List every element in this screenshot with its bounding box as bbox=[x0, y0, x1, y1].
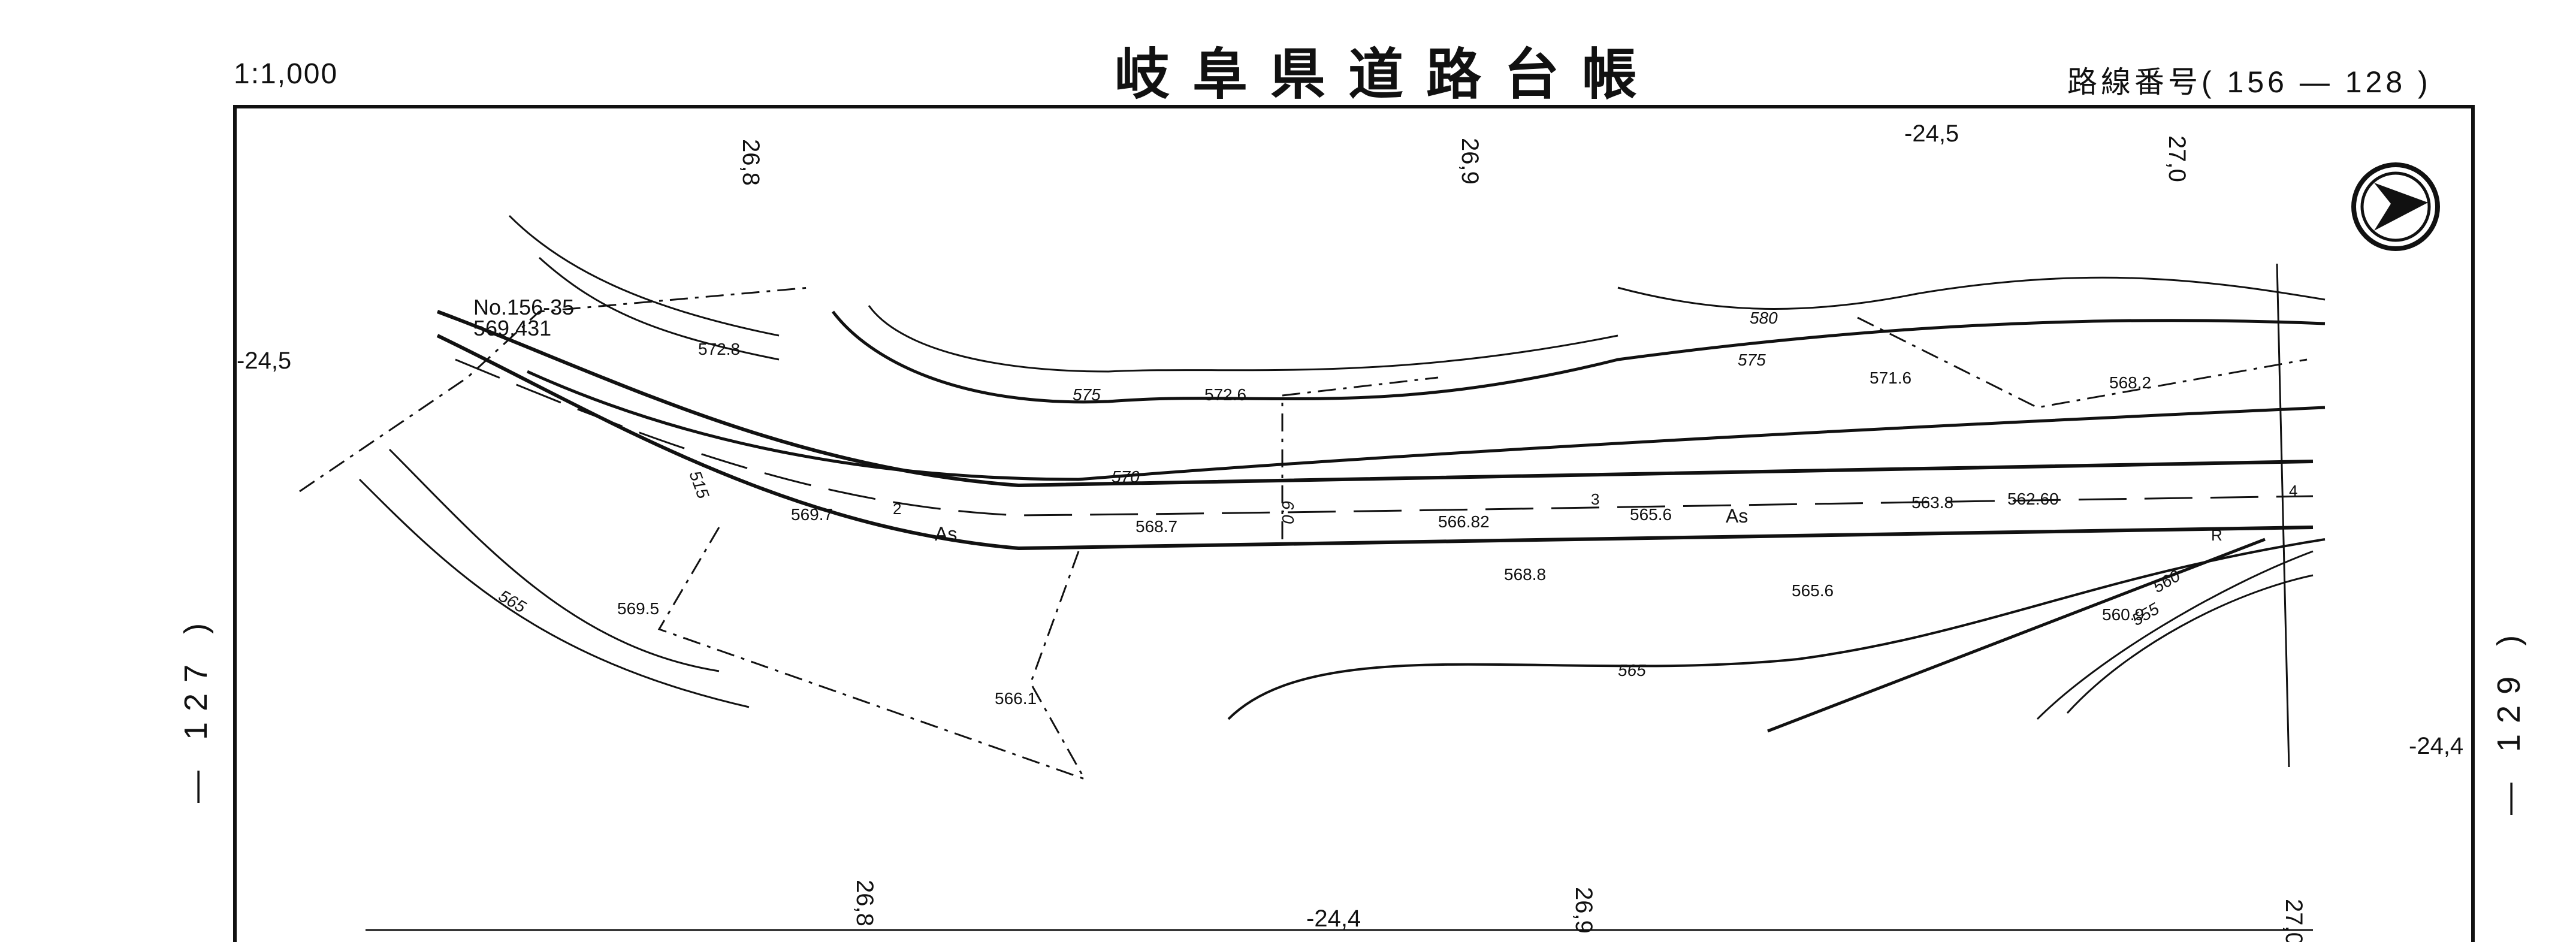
spot-elevation: 568.2 bbox=[2109, 373, 2151, 392]
north-arrow-icon bbox=[2351, 162, 2440, 251]
grid-label-bottom-3: 26,9 bbox=[1571, 887, 1597, 934]
spot-elevation: 572.6 bbox=[1204, 385, 1246, 404]
benchmark-elevation: 569.431 bbox=[473, 316, 551, 340]
map-frame bbox=[233, 105, 2475, 942]
spot-elevation: 568.7 bbox=[1136, 517, 1177, 536]
contour-label: 555 bbox=[2129, 599, 2163, 629]
station-label: 3 bbox=[1591, 490, 1599, 508]
spot-elevation: 569.7 bbox=[791, 505, 833, 524]
spot-elevation: 565.6 bbox=[1792, 581, 1834, 600]
contour-label: 575 bbox=[1073, 385, 1101, 404]
grid-label-top-3: -24,5 bbox=[1904, 120, 1959, 147]
road-edge-north bbox=[436, 310, 2314, 488]
surface-label: As bbox=[935, 523, 957, 545]
grid-label-left-1: -24,5 bbox=[237, 348, 291, 374]
contour-label: 565 bbox=[1618, 661, 1646, 680]
spot-elevation: 560.9 bbox=[2102, 605, 2144, 624]
spot-elevation: 566.82 bbox=[1438, 512, 1490, 531]
page-title: 岐阜県道路台帳 bbox=[1115, 42, 1660, 107]
spot-elevation: 571.6 bbox=[1870, 369, 1911, 387]
grid-label-right-1: -24,4 bbox=[2409, 733, 2463, 759]
contour-575 bbox=[832, 310, 2326, 404]
road-edge-south bbox=[436, 334, 2314, 551]
contour-570 bbox=[526, 370, 2326, 481]
road-centerline bbox=[455, 358, 2314, 517]
grid-label-bottom-2: -24,4 bbox=[1306, 905, 1361, 932]
spot-elevation: 568.8 bbox=[1504, 565, 1546, 584]
contour-580 bbox=[1617, 276, 2326, 310]
grid-label-top-2: 26,9 bbox=[1457, 138, 1483, 185]
spot-elevation: 569.5 bbox=[617, 599, 659, 618]
contour-label: 515 bbox=[685, 468, 712, 501]
spot-elevation: 572.8 bbox=[698, 340, 740, 358]
surface-label: As bbox=[1726, 505, 1748, 527]
contour-565 bbox=[1227, 538, 2326, 720]
grid-label-bottom-4: 27,0 bbox=[2281, 899, 2307, 942]
contour-label: 580 bbox=[1750, 309, 1778, 327]
station-label: 4 bbox=[2289, 482, 2297, 500]
boundary-line bbox=[299, 286, 810, 493]
benchmark-name: No.156-35 bbox=[473, 295, 574, 319]
contour-label: 570 bbox=[1112, 467, 1140, 486]
map-scale: 1:1,000 bbox=[234, 58, 339, 90]
misc-mark: R bbox=[2211, 526, 2222, 544]
spot-elevation: 562.60 bbox=[2007, 490, 2059, 508]
route-number: 路線番号( 156 — 128 ) bbox=[2067, 65, 2432, 99]
grid-label-bottom-1: 26,8 bbox=[851, 880, 878, 926]
station-label: 2 bbox=[893, 500, 901, 518]
contour-label: 6.0 bbox=[1279, 500, 1297, 524]
spot-elevation: 566.1 bbox=[995, 689, 1037, 708]
grid-label-top-1: 26,8 bbox=[738, 139, 764, 186]
grid-label-top-4: 27,0 bbox=[2164, 135, 2190, 182]
spot-elevation: 563.8 bbox=[1911, 493, 1953, 512]
contour-label: 565 bbox=[496, 586, 529, 616]
contour-label: 560 bbox=[2150, 566, 2184, 596]
spot-elevation: 565.6 bbox=[1630, 505, 1672, 524]
contour-label: 575 bbox=[1738, 351, 1766, 369]
